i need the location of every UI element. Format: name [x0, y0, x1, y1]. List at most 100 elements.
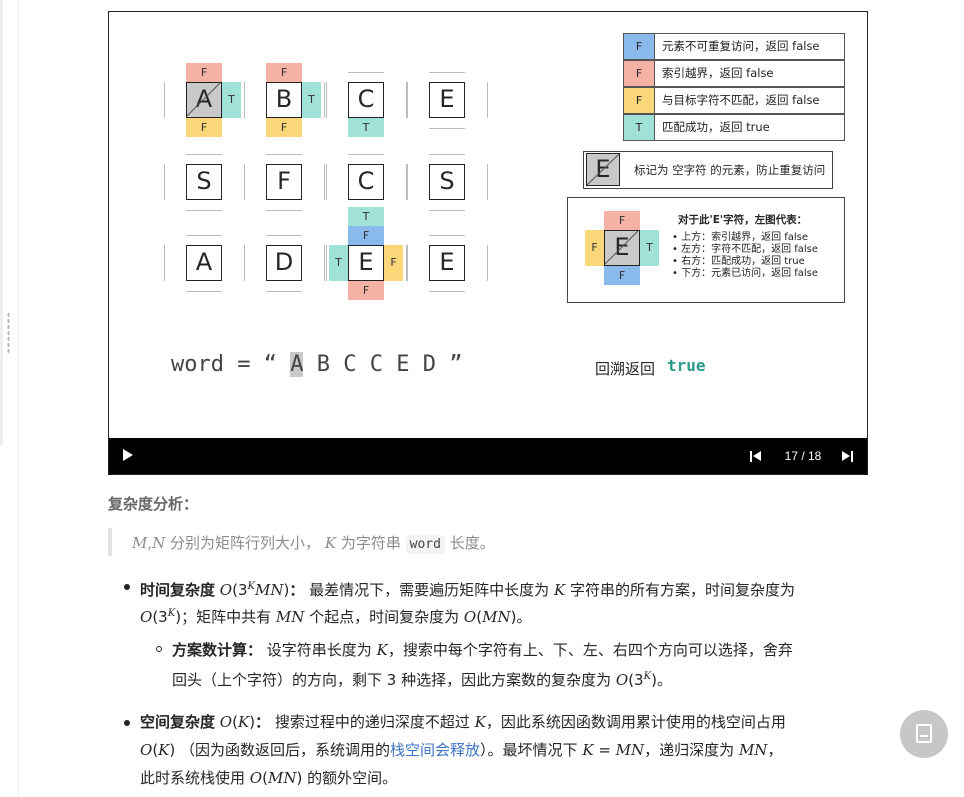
grid-guide [244, 82, 245, 118]
word-label: word = “ [171, 352, 291, 377]
grid-guide [429, 128, 465, 129]
grid-guide [266, 291, 302, 292]
legend-row: F 元素不可重复访问，返回 false [623, 33, 845, 60]
play-icon[interactable] [123, 449, 133, 461]
word-letter: A [290, 352, 304, 377]
plan-line-2: 回头（上个字符）的方向，剩下 3 种选择，因此方案数的复杂度为 O(3K)。 [172, 671, 672, 689]
direction-flag: T [348, 118, 384, 137]
grid-guide [324, 245, 325, 281]
flag-left: F [585, 230, 604, 266]
grid-guide [266, 235, 302, 236]
explain-item: • 下方：元素已访问，返回 false [672, 268, 819, 279]
code-word: word [405, 535, 445, 554]
word-letter: D [422, 352, 436, 377]
grid-guide [266, 210, 302, 211]
legend-text: 索引越界，返回 false [662, 66, 774, 80]
visited-example-cell: E [586, 153, 620, 186]
sub-bullet [156, 646, 162, 652]
grid-cell: D [266, 245, 302, 281]
legend-swatch: F [624, 61, 655, 86]
grid-guide [348, 154, 384, 155]
direction-flag: T [222, 82, 241, 118]
grid-cell: E [348, 245, 384, 281]
grid-guide [406, 82, 407, 118]
target-word: word = “ A B C C E D ” [171, 352, 462, 377]
strike-line [187, 83, 220, 116]
space-line-1: 空间复杂度 O(K)： 搜索过程中的递归深度不超过 K，因此系统因函数调用累计使… [140, 713, 786, 731]
grid-guide [326, 245, 327, 281]
grid-guide [186, 235, 222, 236]
explain-box: F F E T F 对于此'E'字符，左图代表： • 上方：索引越界，返回 fa… [567, 197, 845, 303]
grid-guide [324, 164, 325, 200]
time-line-2: O(3K)；矩阵中共有 MN 个起点，时间复杂度为 O(MN)。 [140, 608, 532, 626]
quote-text: M,N 分别为矩阵行列大小， K 为字符串 word 长度。 [132, 534, 495, 554]
grid-guide [429, 235, 465, 236]
grid-cell: E [429, 82, 465, 118]
next-icon[interactable] [842, 451, 854, 463]
explain-item: • 右方：匹配成功，返回 true [672, 256, 805, 267]
direction-flag: F [266, 118, 302, 137]
grid-guide [407, 82, 408, 118]
space-line-2: O(K) （因为函数返回后，系统调用的栈空间会释放）。最坏情况下 K = MN，… [140, 741, 783, 759]
direction-flag: F [186, 63, 222, 82]
grid-guide [164, 82, 165, 118]
direction-flag: F [348, 226, 384, 245]
direction-flag: F [384, 245, 403, 281]
legend-swatch: F [624, 88, 655, 113]
explain-cell: E [604, 230, 640, 266]
grid-guide [487, 164, 488, 200]
grid-guide [429, 154, 465, 155]
word-letter: B [316, 352, 330, 377]
explain-list: • 上方：索引越界，返回 false• 左方：字符不匹配，返回 false• 右… [672, 232, 818, 280]
grid-guide [164, 245, 165, 281]
word-letter: C [369, 352, 383, 377]
left-rail [0, 0, 3, 445]
legend-swatch: T [624, 115, 655, 140]
word-letter: E [396, 352, 410, 377]
direction-flag: T [302, 82, 321, 118]
direction-flag: F [186, 118, 222, 137]
grid-guide [429, 291, 465, 292]
legend-row: F 索引越界，返回 false [623, 60, 845, 87]
legend-text: 元素不可重复访问，返回 false [662, 39, 820, 53]
grid-guide [324, 82, 325, 118]
visited-note: E 标记为 空字符 的元素，防止重复访问 [583, 151, 833, 189]
grid-cell: C [348, 82, 384, 118]
bullet [124, 584, 130, 590]
grid-guide [406, 245, 407, 281]
grid-guide [164, 164, 165, 200]
slide-counter: 17 / 18 [784, 449, 822, 463]
word-letter: C [343, 352, 357, 377]
grid-guide [244, 245, 245, 281]
grid-guide [429, 72, 465, 73]
legend-swatch: F [624, 34, 655, 59]
strike-line [605, 231, 638, 264]
complexity-heading: 复杂度分析： [108, 495, 199, 513]
grid-cell: S [429, 164, 465, 200]
explain-item: • 左方：字符不匹配，返回 false [672, 244, 819, 255]
previous-icon[interactable] [750, 451, 762, 463]
grid-guide [186, 210, 222, 211]
grid-guide [407, 164, 408, 200]
time-line-1: 时间复杂度 O(3KMN)： 最差情况下，需要遍历矩阵中长度为 K 字符串的所有… [140, 581, 795, 599]
result-value: true [667, 356, 706, 375]
strike-line [587, 154, 619, 185]
grid-cell: E [429, 245, 465, 281]
explain-title: 对于此'E'字符，左图代表： [678, 214, 808, 226]
stack-release-link[interactable]: 栈空间会释放 [390, 741, 481, 759]
grid-guide [186, 154, 222, 155]
grid-guide [487, 82, 488, 118]
left-edge-strip [0, 0, 19, 797]
blockquote: M,N 分别为矩阵行列大小， K 为字符串 word 长度。 [108, 528, 872, 556]
resize-handle[interactable] [7, 312, 10, 354]
bookmark-button[interactable] [900, 710, 948, 758]
grid-guide [326, 82, 327, 118]
grid-guide [429, 210, 465, 211]
grid-guide [326, 164, 327, 200]
flag-top: F [604, 211, 640, 230]
result-label: 回溯返回 [595, 360, 656, 378]
bullet [124, 720, 130, 726]
space-line-3: 此时系统栈使用 O(MN) 的额外空间。 [140, 769, 398, 787]
